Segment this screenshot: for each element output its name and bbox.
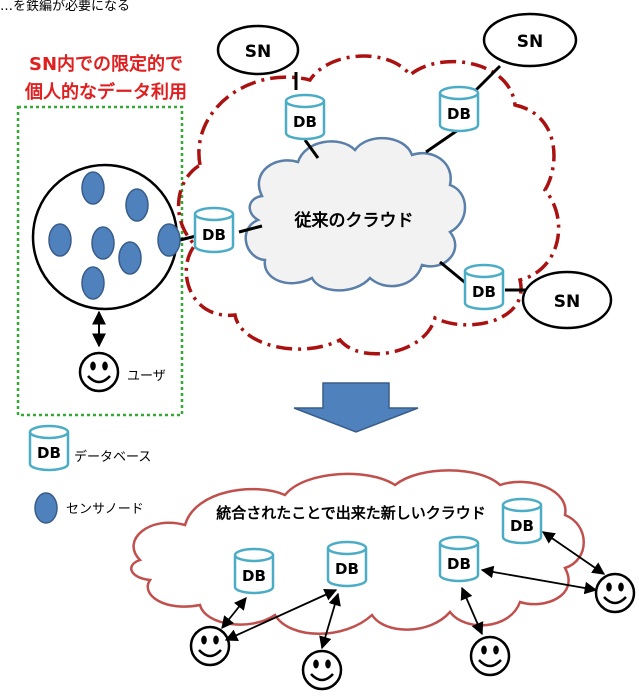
user-icon-bottom-1: [189, 625, 231, 667]
db-bottom-4-label: DB: [510, 517, 534, 535]
db-top-2-label: DB: [447, 105, 471, 123]
db-top-3-label: DB: [202, 226, 226, 244]
db-bottom-3: DB: [438, 535, 480, 583]
legend-sensor-label: センサノード: [66, 502, 144, 517]
db-top-4-label: DB: [472, 283, 496, 301]
local-sn-region: [16, 105, 184, 417]
db-cloud-connector-2: [425, 128, 459, 154]
db-cloud-connector-1: [303, 139, 320, 159]
sn-connector-2: [472, 64, 502, 94]
db-top-3: DB: [193, 206, 235, 254]
access-arrow: [319, 592, 341, 650]
sensor-node: [48, 223, 72, 257]
db-top-1: DB: [284, 93, 326, 141]
access-arrow: [460, 586, 484, 636]
sensor-node: [81, 171, 105, 205]
sn-node-2: [482, 12, 578, 68]
db-cloud-connector-4: [439, 260, 469, 287]
sensor-node: [125, 188, 149, 222]
user-label: ユーザ: [127, 369, 166, 384]
legend-sensor-symbol: [34, 492, 58, 524]
sensor-node: [81, 266, 105, 300]
sensor-node: [118, 241, 142, 275]
access-arrow: [480, 565, 598, 595]
conventional-cloud: [244, 136, 467, 292]
db-top-2: DB: [438, 85, 480, 133]
db-bottom-2: DB: [326, 540, 368, 588]
title-line-1: SN内での限定的で: [29, 53, 183, 75]
sn-node-1-label: SN: [245, 42, 271, 62]
user-icon-local: [78, 351, 120, 393]
db-cloud-connector-3: [238, 224, 263, 234]
integrated-cloud-label: 統合されたことで出来た新しいクラウド: [216, 504, 486, 522]
top-fragment-text: …を鉄編が必要になる: [0, 0, 130, 14]
sensor-node: [91, 226, 115, 260]
legend-db-symbol: DB: [28, 424, 70, 472]
sn-node-3-label: SN: [554, 292, 580, 312]
legend-db-symbol-label: DB: [37, 444, 61, 462]
db-top-4: DB: [463, 263, 505, 311]
transition-arrow: [293, 382, 419, 433]
db-bottom-2-label: DB: [335, 560, 359, 578]
user-icon-bottom-2: [301, 649, 343, 691]
sn-node-3: [521, 270, 613, 330]
access-arrow: [541, 531, 606, 575]
db-bottom-3-label: DB: [447, 555, 471, 573]
access-arrow: [224, 588, 338, 642]
db-bottom-4: DB: [501, 497, 543, 545]
sn-node-1: [216, 24, 300, 76]
user-icon-bottom-3: [469, 635, 511, 677]
db-bottom-1: DB: [233, 547, 275, 595]
sensor-node-group: [48, 171, 181, 300]
title-line-2: 個人的なデータ利用: [24, 81, 187, 103]
db-bottom-1-label: DB: [242, 567, 266, 585]
cloud-outline-dashdot: [176, 54, 561, 356]
user-icon-bottom-4: [594, 572, 636, 614]
conventional-cloud-label: 従来のクラウド: [294, 210, 414, 231]
access-arrows: [221, 531, 606, 650]
sensor-node: [157, 223, 181, 257]
legend-db-label: データベース: [74, 449, 151, 465]
db-top-1-label: DB: [293, 113, 317, 131]
sn-node-2-label: SN: [517, 32, 543, 52]
